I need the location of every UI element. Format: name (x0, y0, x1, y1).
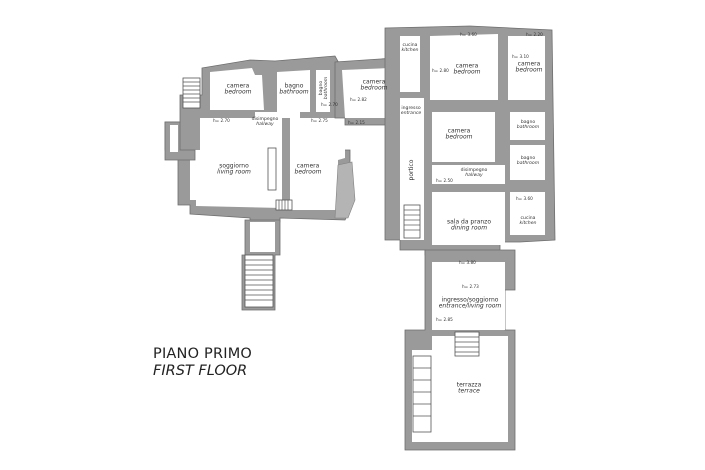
height-label: h= 2.82 (350, 97, 367, 102)
height-label: h= 2.85 (436, 317, 453, 322)
west-block-walls (164, 55, 351, 223)
height-label: h= 2.75 (311, 118, 328, 123)
height-label: h= 2.20 (526, 32, 543, 37)
height-label: h= 2.50 (436, 178, 453, 183)
room-label-portico: portico (407, 159, 415, 181)
floor-title-italian: PIANO PRIMO (153, 346, 253, 362)
portico-stair (403, 204, 421, 239)
height-label: h= 2.73 (462, 284, 479, 289)
exterior-shading (334, 161, 356, 219)
connector-walls (334, 57, 396, 126)
living-room-inner-stair (267, 147, 293, 211)
floor-title: PIANO PRIMO FIRST FLOOR (153, 346, 252, 380)
south-exterior-stair (244, 254, 274, 308)
height-label: h= 3.60 (460, 32, 477, 37)
height-label: h= 2.15 (348, 120, 365, 125)
height-label: h= 3.60 (516, 196, 533, 201)
floor-title-english: FIRST FLOOR (153, 363, 248, 379)
height-label: h= 2.70 (213, 118, 230, 123)
terrace-stair (454, 331, 480, 357)
terrace-exterior-stair (412, 355, 432, 433)
height-label: h= 2.80 (432, 68, 449, 73)
height-label: h= 2.70 (321, 102, 338, 107)
height-label: h= 3.10 (512, 54, 529, 59)
height-label: h= 3.80 (459, 260, 476, 265)
east-block-walls (384, 25, 556, 256)
west-exterior-stair (182, 77, 201, 109)
